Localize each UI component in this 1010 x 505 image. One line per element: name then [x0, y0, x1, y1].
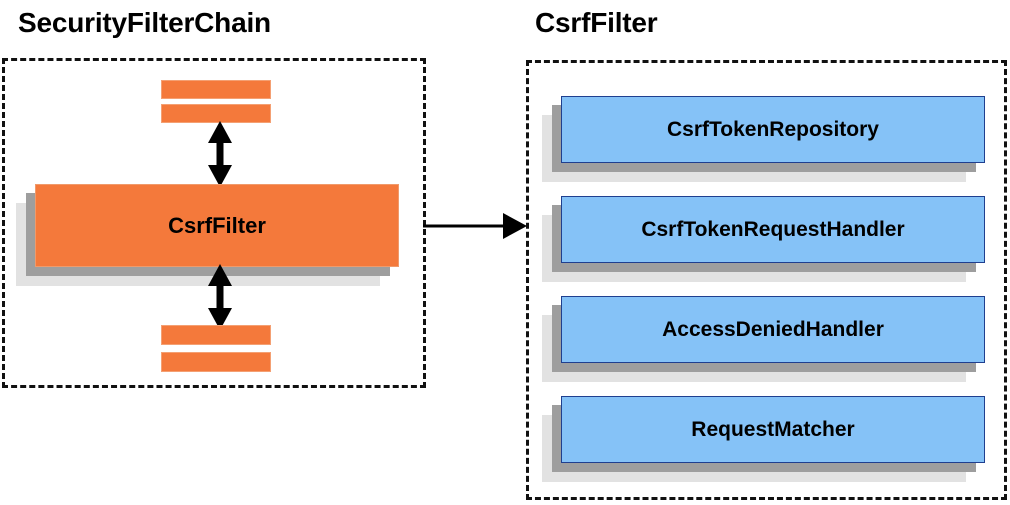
filter-bar-above-1 [161, 80, 271, 99]
collaborator-card-request-matcher[interactable]: RequestMatcher [542, 396, 985, 482]
csrf-filter-card[interactable]: CsrfFilter [16, 184, 399, 286]
collaborator-card-label: CsrfTokenRequestHandler [561, 196, 985, 263]
panel-title-csrf-filter: CsrfFilter [535, 7, 658, 38]
double-arrow-below-icon [208, 264, 232, 330]
filter-bar-below-2 [161, 352, 271, 372]
collaborator-card-access-denied-handler[interactable]: AccessDeniedHandler [542, 296, 985, 382]
collaborator-card-label: AccessDeniedHandler [561, 296, 985, 363]
collaborator-card-csrf-token-request-handler[interactable]: CsrfTokenRequestHandler [542, 196, 985, 282]
filter-bar-below-1 [161, 325, 271, 345]
double-arrow-above-icon [208, 121, 232, 187]
csrf-filter-card-label: CsrfFilter [35, 184, 399, 267]
collaborator-card-csrf-token-repository[interactable]: CsrfTokenRepository [542, 96, 985, 182]
csrf-filter-collaborators-panel [526, 60, 1007, 500]
collaborator-card-label: CsrfTokenRepository [561, 96, 985, 163]
collaborator-card-label: RequestMatcher [561, 396, 985, 463]
connector-arrow-icon [423, 213, 527, 239]
security-filter-chain-panel [2, 58, 426, 388]
panel-title-security-filter-chain: SecurityFilterChain [18, 7, 271, 38]
filter-bar-above-2 [161, 104, 271, 123]
